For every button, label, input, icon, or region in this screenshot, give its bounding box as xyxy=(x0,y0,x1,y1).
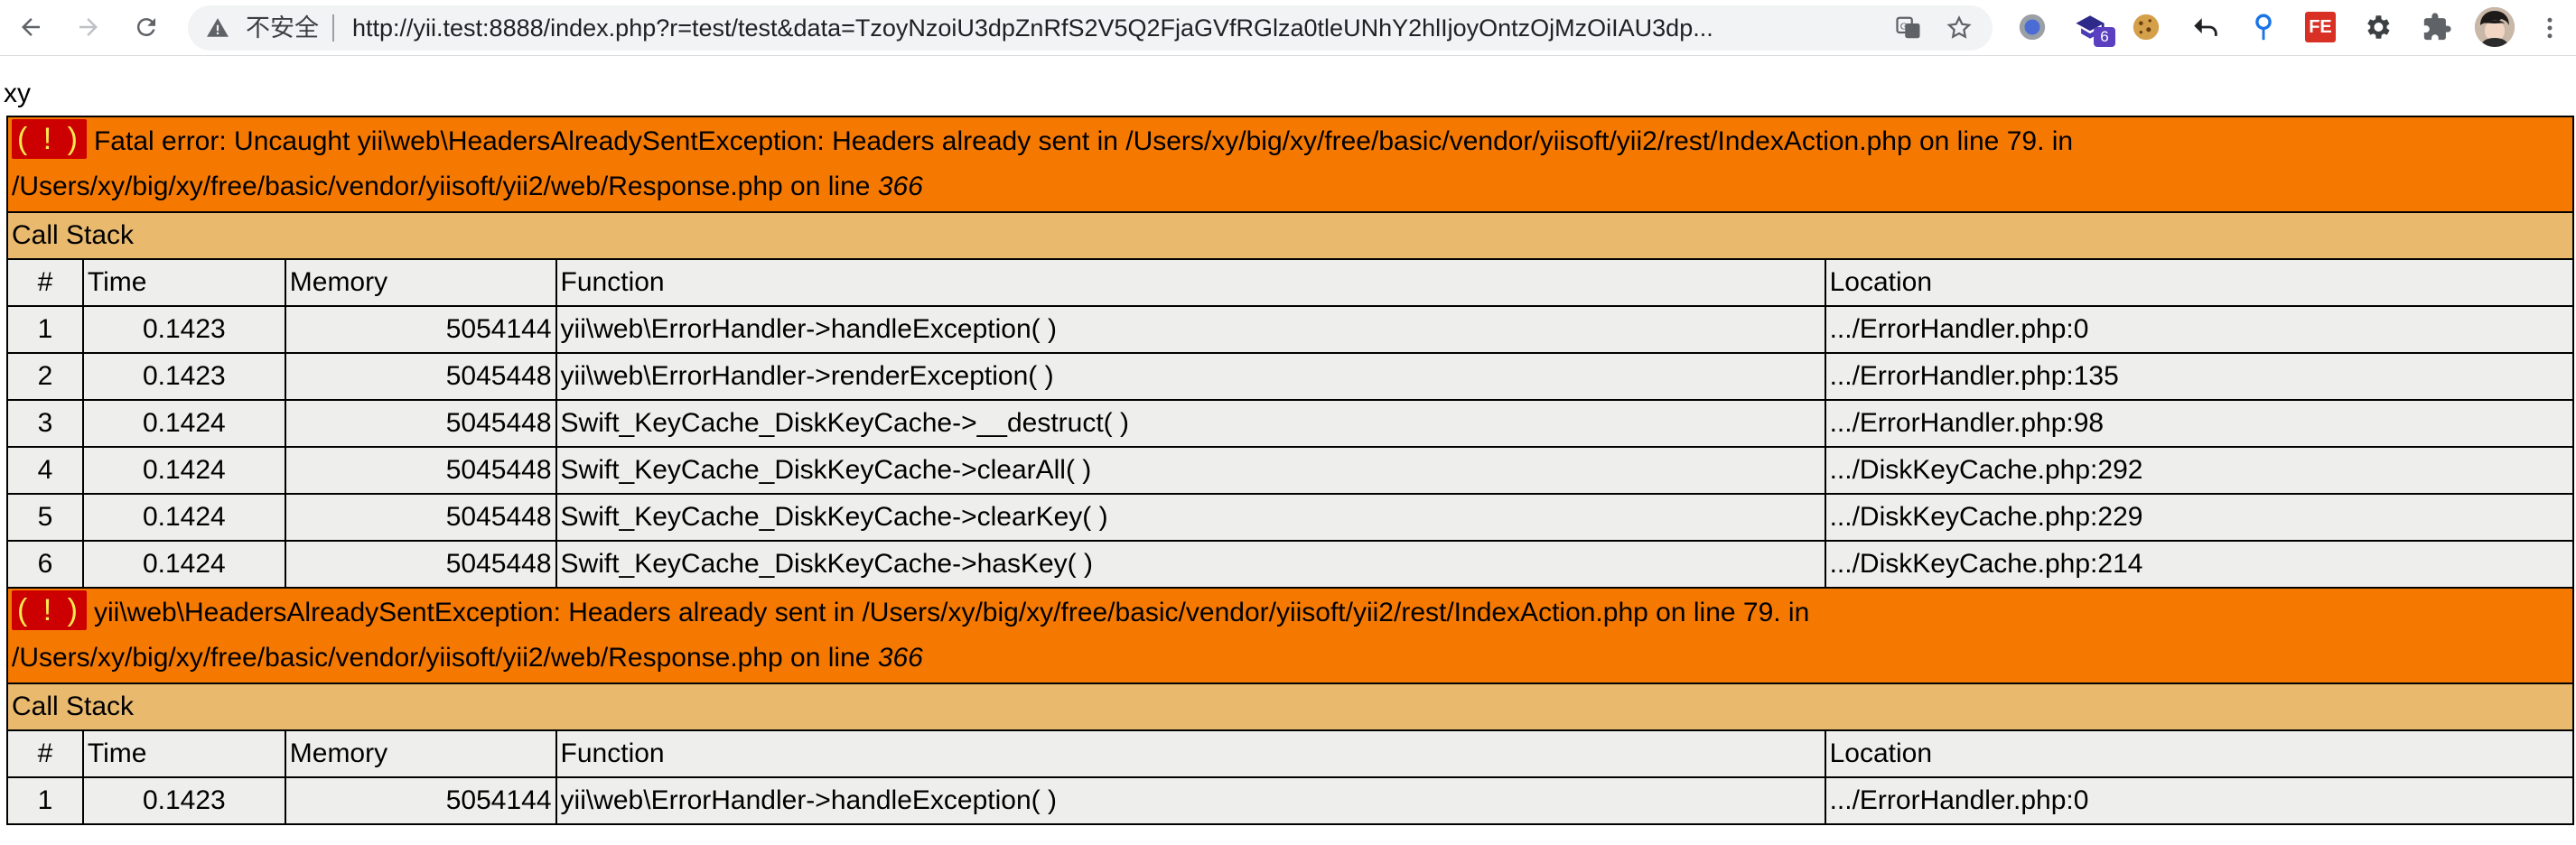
browser-toolbar: 不安全 http://yii.test:8888/index.php?r=tes… xyxy=(0,0,2576,56)
frame-function: yii\web\ErrorHandler->renderException( ) xyxy=(555,352,1826,401)
url-text[interactable]: http://yii.test:8888/index.php?r=test/te… xyxy=(352,14,1713,42)
back-arrow-icon[interactable] xyxy=(13,9,49,45)
frame-memory: 5045448 xyxy=(284,446,557,495)
frame-memory: 5054144 xyxy=(284,305,557,354)
reload-icon[interactable] xyxy=(128,9,164,45)
frame-number: 2 xyxy=(6,352,84,401)
table-row: 2 0.1423 5045448 yii\web\ErrorHandler->r… xyxy=(6,352,2575,401)
error-header-row: ( ! )Fatal error: Uncaught yii\web\Heade… xyxy=(6,116,2574,213)
star-icon[interactable] xyxy=(1946,14,1973,42)
error-header-row: ( ! )yii\web\HeadersAlreadySentException… xyxy=(6,587,2574,684)
call-stack-row: Call Stack xyxy=(6,682,2574,731)
frame-time: 0.1423 xyxy=(81,305,286,354)
fe-helper-extension-icon[interactable]: FE xyxy=(2305,12,2336,42)
frame-time: 0.1423 xyxy=(81,352,286,401)
frame-memory: 5054144 xyxy=(284,776,557,825)
frame-location[interactable]: .../DiskKeyCache.php:229 xyxy=(1824,493,2575,542)
col-header-time: Time xyxy=(81,258,286,307)
frame-function: Swift_KeyCache_DiskKeyCache->hasKey( ) xyxy=(555,540,1826,589)
call-stack-label: Call Stack xyxy=(6,682,2574,731)
frame-time: 0.1424 xyxy=(81,446,286,495)
frame-function: Swift_KeyCache_DiskKeyCache->clearKey( ) xyxy=(555,493,1826,542)
frame-location[interactable]: .../DiskKeyCache.php:214 xyxy=(1824,540,2575,589)
cookie-extension-icon[interactable] xyxy=(2130,11,2162,43)
frame-location[interactable]: .../ErrorHandler.php:135 xyxy=(1824,352,2575,401)
table-row: 3 0.1424 5045448 Swift_KeyCache_DiskKeyC… xyxy=(6,399,2575,448)
frame-location[interactable]: .../ErrorHandler.php:0 xyxy=(1824,305,2575,354)
frame-function: yii\web\ErrorHandler->handleException( ) xyxy=(555,305,1826,354)
col-header-memory: Memory xyxy=(284,729,557,778)
col-header-number: # xyxy=(6,729,84,778)
frame-time: 0.1424 xyxy=(81,493,286,542)
error-text: yii\web\HeadersAlreadySentException: Hea… xyxy=(12,598,1810,673)
frame-time: 0.1424 xyxy=(81,540,286,589)
exclamation-icon: ( ! ) xyxy=(12,590,87,630)
frame-function: Swift_KeyCache_DiskKeyCache->__destruct(… xyxy=(555,399,1826,448)
frame-number: 4 xyxy=(6,446,84,495)
table-row: 4 0.1424 5045448 Swift_KeyCache_DiskKeyC… xyxy=(6,446,2575,495)
frame-function: Swift_KeyCache_DiskKeyCache->clearAll( ) xyxy=(555,446,1826,495)
table-row: 6 0.1424 5045448 Swift_KeyCache_DiskKeyC… xyxy=(6,540,2575,589)
translate-icon[interactable]: G xyxy=(1895,14,1922,42)
frame-time: 0.1424 xyxy=(81,399,286,448)
extension-badge: 6 xyxy=(2094,27,2115,47)
frame-number: 1 xyxy=(6,305,84,354)
location-pin-extension-icon[interactable] xyxy=(2247,11,2280,43)
frame-memory: 5045448 xyxy=(284,493,557,542)
frame-number: 1 xyxy=(6,776,84,825)
frame-number: 5 xyxy=(6,493,84,542)
frame-memory: 5045448 xyxy=(284,399,557,448)
error-line-number: 366 xyxy=(877,172,923,201)
table-row: 5 0.1424 5045448 Swift_KeyCache_DiskKeyC… xyxy=(6,493,2575,542)
forward-arrow-icon[interactable] xyxy=(70,9,107,45)
page-output-text: xy xyxy=(4,79,31,108)
frame-location[interactable]: .../DiskKeyCache.php:292 xyxy=(1824,446,2575,495)
frame-memory: 5045448 xyxy=(284,540,557,589)
col-header-function: Function xyxy=(555,729,1826,778)
frame-function: yii\web\ErrorHandler->handleException( ) xyxy=(555,776,1826,825)
exclamation-icon: ( ! ) xyxy=(12,119,87,159)
insecure-label[interactable]: 不安全 xyxy=(246,14,319,42)
error-prefix: Fatal error: xyxy=(93,126,235,156)
frame-number: 6 xyxy=(6,540,84,589)
svg-text:G: G xyxy=(1900,22,1908,32)
col-header-location: Location xyxy=(1824,258,2575,307)
address-bar[interactable]: 不安全 http://yii.test:8888/index.php?r=tes… xyxy=(188,5,1993,51)
col-header-number: # xyxy=(6,258,84,307)
frame-time: 0.1423 xyxy=(81,776,286,825)
puzzle-extensions-icon[interactable] xyxy=(2421,11,2453,43)
omnibox-divider xyxy=(332,14,334,42)
error-text: Uncaught yii\web\HeadersAlreadySentExcep… xyxy=(12,126,2074,201)
column-header-row: # Time Memory Function Location xyxy=(6,729,2575,778)
table-row: 1 0.1423 5054144 yii\web\ErrorHandler->h… xyxy=(6,305,2575,354)
error-line-number: 366 xyxy=(877,643,923,673)
call-stack-row: Call Stack xyxy=(6,211,2574,260)
table-row: 1 0.1423 5054144 yii\web\ErrorHandler->h… xyxy=(6,776,2575,825)
call-stack-label: Call Stack xyxy=(6,211,2574,260)
col-header-function: Function xyxy=(555,258,1826,307)
col-header-memory: Memory xyxy=(284,258,557,307)
error-message: ( ! )yii\web\HeadersAlreadySentException… xyxy=(6,587,2574,684)
more-menu-icon[interactable] xyxy=(2536,13,2563,43)
frame-location[interactable]: .../ErrorHandler.php:0 xyxy=(1824,776,2575,825)
return-arrow-extension-icon[interactable] xyxy=(2189,11,2222,43)
gear-extension-icon[interactable] xyxy=(2361,11,2394,43)
col-header-location: Location xyxy=(1824,729,2575,778)
error-message: ( ! )Fatal error: Uncaught yii\web\Heade… xyxy=(6,116,2574,213)
record-extension-icon[interactable] xyxy=(2016,11,2049,43)
profile-avatar[interactable] xyxy=(2475,7,2515,47)
frame-location[interactable]: .../ErrorHandler.php:98 xyxy=(1824,399,2575,448)
frame-number: 3 xyxy=(6,399,84,448)
col-header-time: Time xyxy=(81,729,286,778)
column-header-row: # Time Memory Function Location xyxy=(6,258,2575,307)
warning-icon[interactable] xyxy=(206,16,229,40)
frame-memory: 5045448 xyxy=(284,352,557,401)
xdebug-error-table: ( ! )Fatal error: Uncaught yii\web\Heade… xyxy=(6,116,2575,825)
